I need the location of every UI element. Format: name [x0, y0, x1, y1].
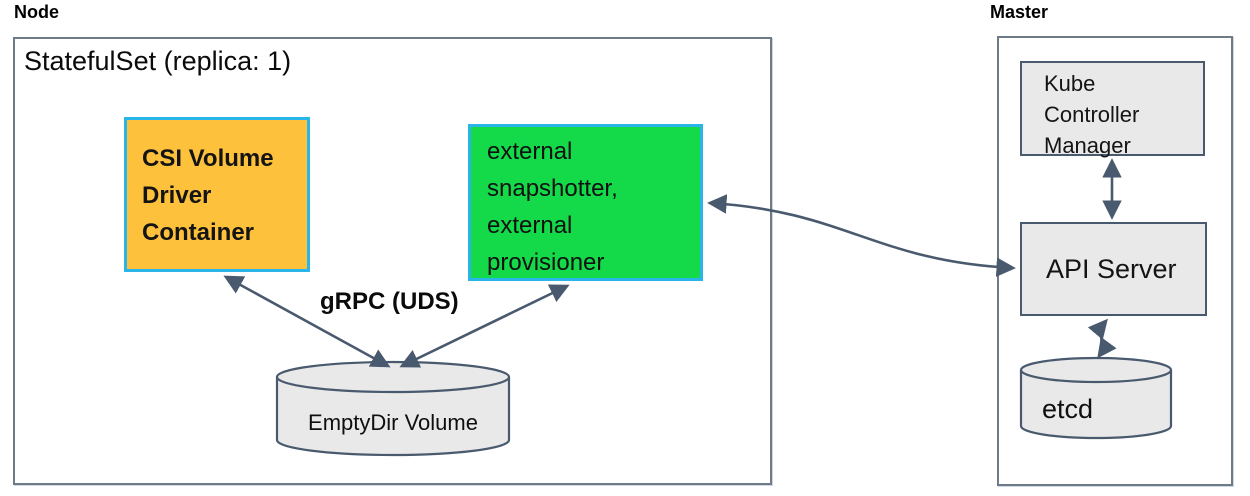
api-server-label: API Server	[1046, 253, 1177, 284]
master-section-label: Master	[990, 2, 1049, 22]
statefulset-label: StatefulSet (replica: 1)	[24, 46, 292, 76]
sidecar-box-line: provisioner	[487, 249, 605, 276]
csi-box-line: Driver	[142, 182, 212, 209]
api-server-box: API Server	[1020, 222, 1207, 316]
csi-box-line: Container	[142, 219, 255, 246]
node-section-label: Node	[14, 2, 59, 22]
kube-controller-manager-box: Kube Controller Manager	[1020, 61, 1205, 158]
kcm-box-line: Manager	[1044, 133, 1131, 158]
csi-volume-driver-container-box: CSI Volume Driver Container	[124, 117, 310, 272]
sidecar-box-line: external	[487, 212, 573, 239]
emptydir-volume-label: EmptyDir Volume	[308, 410, 478, 435]
csi-box-line: CSI Volume	[142, 145, 274, 172]
kcm-box-line: Controller	[1044, 102, 1140, 127]
kcm-box-line: Kube	[1044, 71, 1096, 96]
sidecar-box-line: external	[487, 138, 573, 165]
external-sidecars-box: external snapshotter, external provision…	[468, 124, 703, 281]
etcd-label: etcd	[1042, 394, 1094, 424]
sidecar-box-line: snapshotter,	[487, 175, 618, 202]
grpc-uds-label: gRPC (UDS)	[320, 288, 459, 315]
